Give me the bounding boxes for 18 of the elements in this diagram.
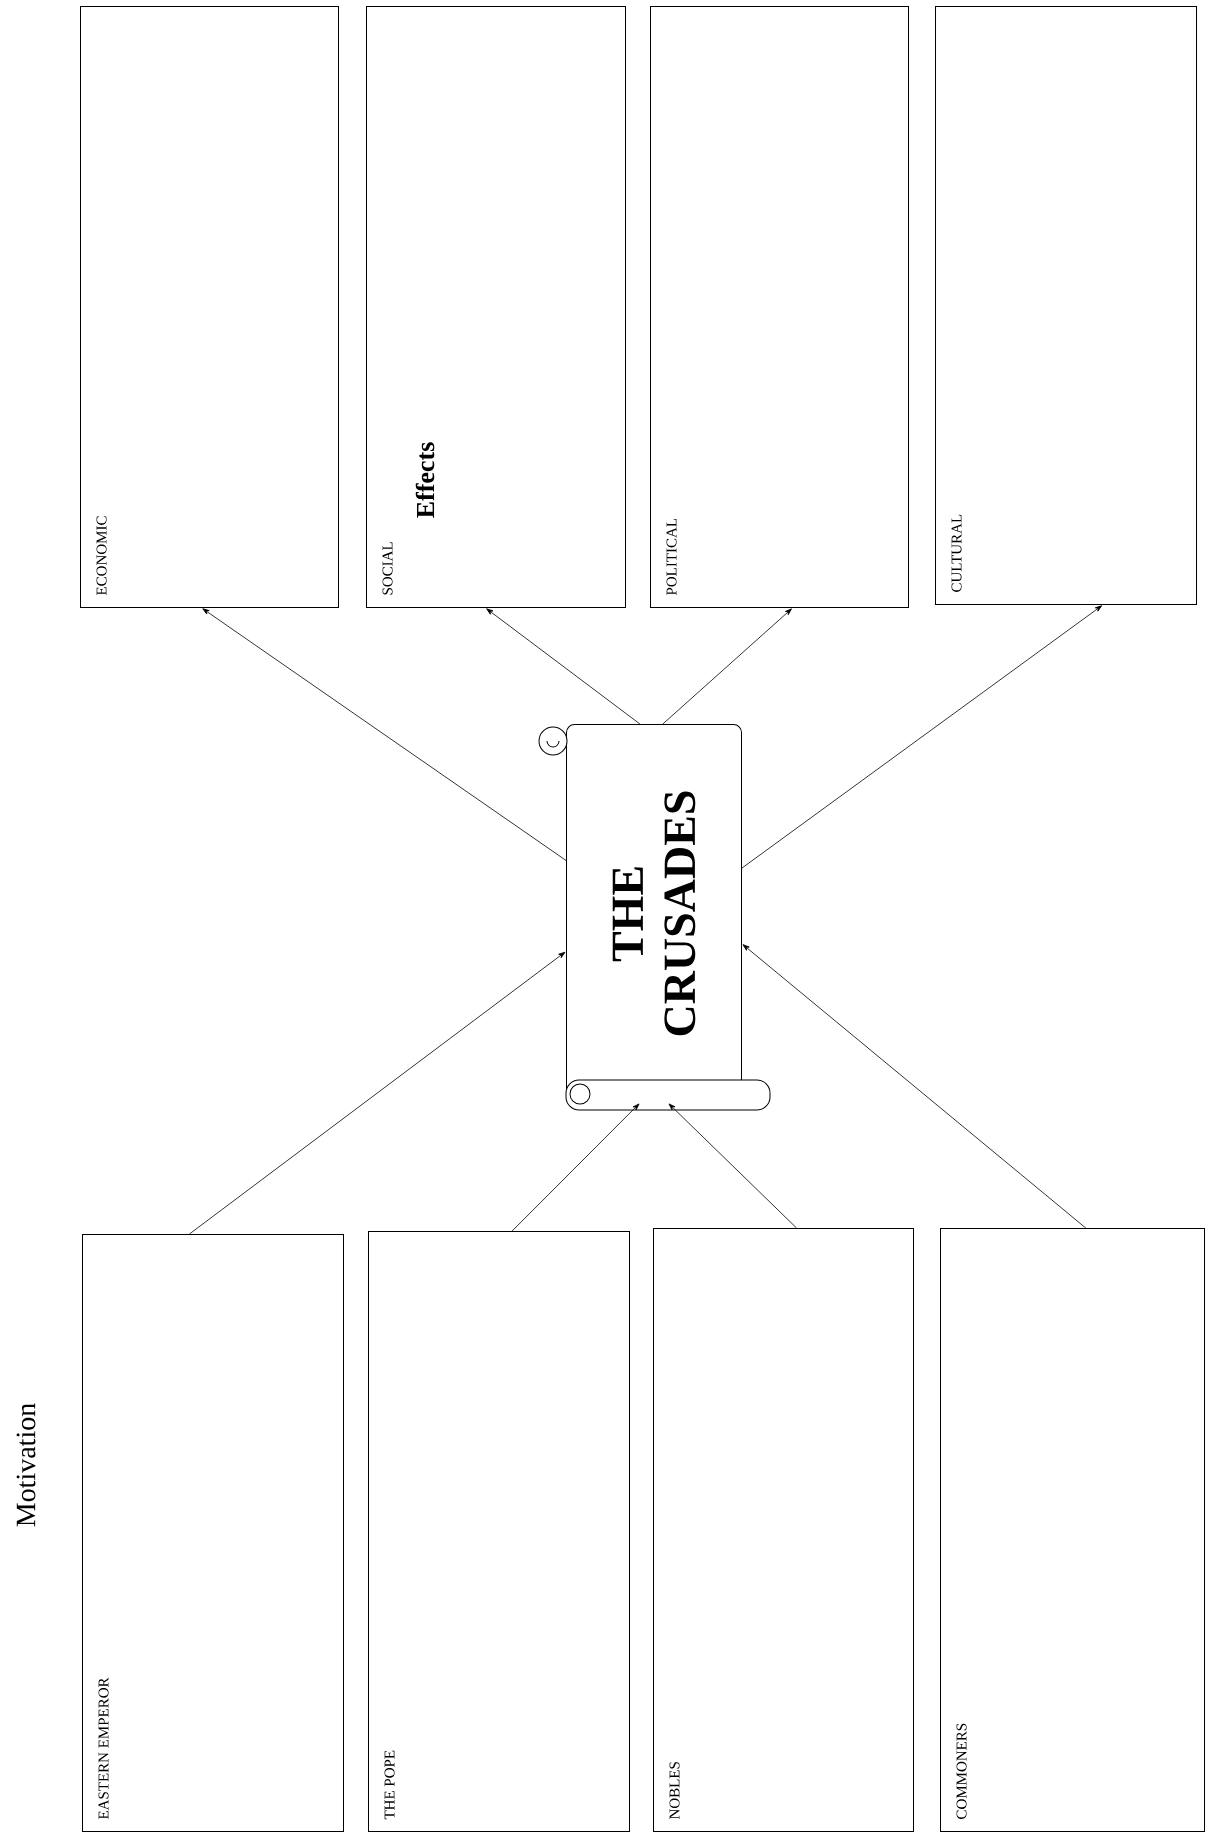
scroll-banner: THE CRUSADES	[538, 724, 771, 1111]
answer-box: CULTURAL	[935, 6, 1197, 605]
answer-box: EASTERN EMPEROR	[82, 1234, 344, 1833]
arrow	[741, 605, 1103, 869]
arrow	[511, 1103, 640, 1232]
arrow	[189, 951, 566, 1235]
answer-box: THE POPE	[368, 1231, 630, 1833]
arrow	[202, 608, 567, 861]
section-heading: Motivation	[16, 1403, 36, 1527]
answer-box: POLITICAL	[650, 6, 909, 608]
answer-box: ECONOMIC	[80, 6, 339, 608]
arrow	[742, 944, 1087, 1229]
arrow	[662, 608, 792, 725]
arrow	[486, 608, 641, 725]
arrow	[668, 1103, 797, 1229]
answer-box: COMMONERS	[940, 1228, 1205, 1833]
section-heading: Effects	[415, 442, 435, 518]
answer-box: NOBLES	[653, 1228, 914, 1833]
